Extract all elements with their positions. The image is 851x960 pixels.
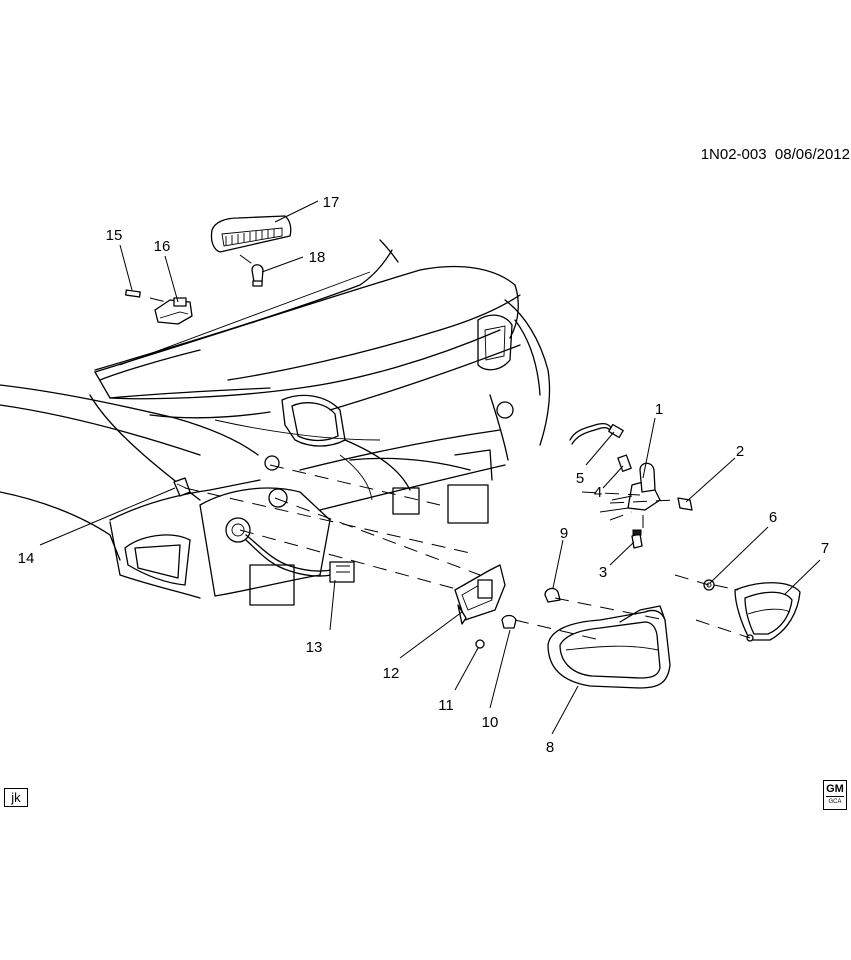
leader-13 [329,579,336,631]
gm-logo-text: GM [826,783,844,797]
callout-labels: 1 2 3 4 5 6 7 8 9 10 11 12 13 14 15 16 1… [18,194,830,756]
callout-1: 1 [655,401,663,418]
leader-7 [784,559,821,595]
callout-3: 3 [599,564,607,581]
callout-17: 17 [323,194,340,211]
document-code: 1N02-003 [700,146,767,163]
callout-10: 10 [482,714,499,731]
leader-4 [602,465,624,489]
callout-2: 2 [736,443,744,460]
callout-13: 13 [306,639,323,656]
part-12-socket [454,564,506,625]
leader-14 [39,487,176,546]
leader-16 [164,255,179,303]
part-16-clip [154,297,193,325]
part-10-nut [501,614,517,629]
part-14-clip [173,477,191,497]
part-8-tail-lamp [547,605,671,689]
leader-3 [609,541,635,566]
callout-7: 7 [821,540,829,557]
callout-4: 4 [594,484,602,501]
part-15-pin [125,289,141,298]
part-7-lens [734,582,801,642]
gm-logo: GM GCA [823,780,847,810]
document-code-date: 1N02-003 08/06/2012 [640,146,850,163]
leader-11 [454,647,479,691]
part-1-bracket [599,462,661,513]
leader-9 [552,539,564,589]
assembly-lines [149,254,751,641]
vehicle-rear-body [0,239,551,606]
part-2-clip [677,497,693,511]
leader-6 [709,526,769,584]
illustrator-initials-box: jk [4,788,28,807]
part-17-high-mount-lamp [210,215,292,253]
callout-8: 8 [546,739,554,756]
gca-logo-text: GCA [828,799,842,805]
callout-16: 16 [154,238,171,255]
leader-8 [551,685,579,735]
callout-9: 9 [560,525,568,542]
document-date: 08/06/2012 [774,146,850,163]
leader-5 [585,431,615,466]
leader-15 [119,244,133,291]
callout-6: 6 [769,509,777,526]
part-18-bulb [251,264,264,287]
part-5-wire [569,423,624,445]
leader-17 [274,200,319,223]
callout-18: 18 [309,249,326,266]
leader-1 [642,417,656,479]
leader-2 [685,457,736,503]
callout-11: 11 [438,697,454,714]
callout-5: 5 [576,470,584,487]
callout-14: 14 [18,550,35,567]
callout-12: 12 [383,665,400,682]
callout-15: 15 [106,227,123,244]
leader-10 [489,629,511,709]
leader-18 [261,256,304,273]
leader-lines [39,200,821,735]
part-3-bolt [631,529,643,549]
leader-12 [399,611,463,659]
part-9-bulb [544,587,561,603]
part-11-screw [475,639,485,649]
